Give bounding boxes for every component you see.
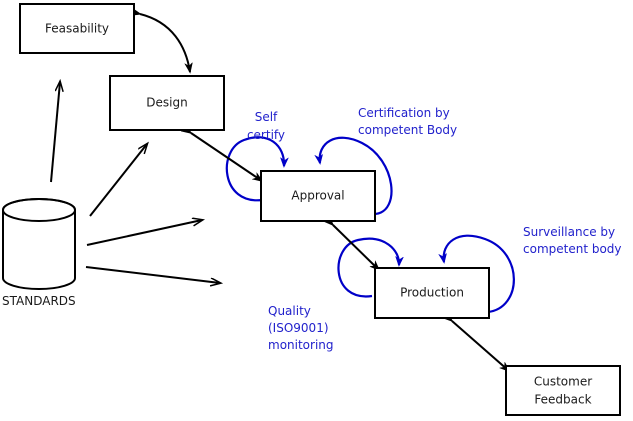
node-approval[interactable]: Approval	[260, 170, 376, 222]
arrow-standards-approval	[86, 220, 202, 246]
surveillance-line2: competent body	[523, 242, 622, 256]
certification-line1: Certification by	[358, 106, 450, 120]
annotation-certification-by-competent-body: Certification by competent Body	[358, 106, 457, 137]
node-production[interactable]: Production	[374, 267, 490, 319]
customer-feedback-box[interactable]	[505, 365, 621, 416]
self-certify-line2: certify	[247, 128, 285, 142]
annotation-self-certify: Self certify	[247, 110, 285, 142]
arrow-standards-design	[89, 144, 147, 217]
design-box[interactable]	[109, 75, 225, 131]
loop-surveillance-competent-body	[444, 234, 515, 314]
standards-cylinder-top-ellipse	[1, 198, 77, 222]
quality-line1: Quality	[268, 304, 311, 318]
customer-feedback-label-line2: Feedback	[534, 393, 591, 407]
certification-line2: competent Body	[358, 123, 457, 137]
loop-certification-competent-body	[320, 136, 393, 216]
customer-feedback-label-line1: Customer	[534, 375, 592, 389]
approval-box[interactable]	[260, 170, 376, 222]
quality-line3: monitoring	[268, 338, 334, 352]
node-feasability[interactable]: Feasability	[19, 3, 135, 54]
arrow-approval-production	[333, 225, 379, 270]
arrow-design-approval	[191, 133, 262, 181]
design-label: Design	[146, 96, 187, 110]
standards-cylinder-body[interactable]	[2, 198, 76, 290]
certification-loop-path	[320, 136, 393, 216]
arrow-production-customer-feedback	[452, 321, 509, 371]
arrow-feasability-design	[140, 14, 190, 72]
approval-label: Approval	[291, 189, 344, 203]
arrow-standards-feasability	[50, 82, 60, 183]
feasability-box[interactable]	[19, 3, 135, 54]
standards-label: STANDARDS	[2, 294, 76, 308]
self-certify-line1: Self	[255, 110, 278, 124]
production-box[interactable]	[374, 267, 490, 319]
quality-line2: (ISO9001)	[268, 321, 329, 335]
surveillance-line1: Surveillance by	[523, 225, 615, 239]
surveillance-loop-path	[444, 234, 515, 314]
feasability-label: Feasability	[45, 22, 109, 36]
arrow-standards-production	[85, 266, 220, 283]
datastore-standards[interactable]: STANDARDS	[1, 198, 77, 308]
annotation-quality-iso9001-monitoring: Quality (ISO9001) monitoring	[268, 304, 334, 352]
production-label: Production	[400, 286, 464, 300]
node-customer-feedback[interactable]: Customer Feedback	[505, 365, 621, 416]
annotation-surveillance-by-competent-body: Surveillance by competent body	[523, 225, 622, 256]
node-design[interactable]: Design	[109, 75, 225, 131]
